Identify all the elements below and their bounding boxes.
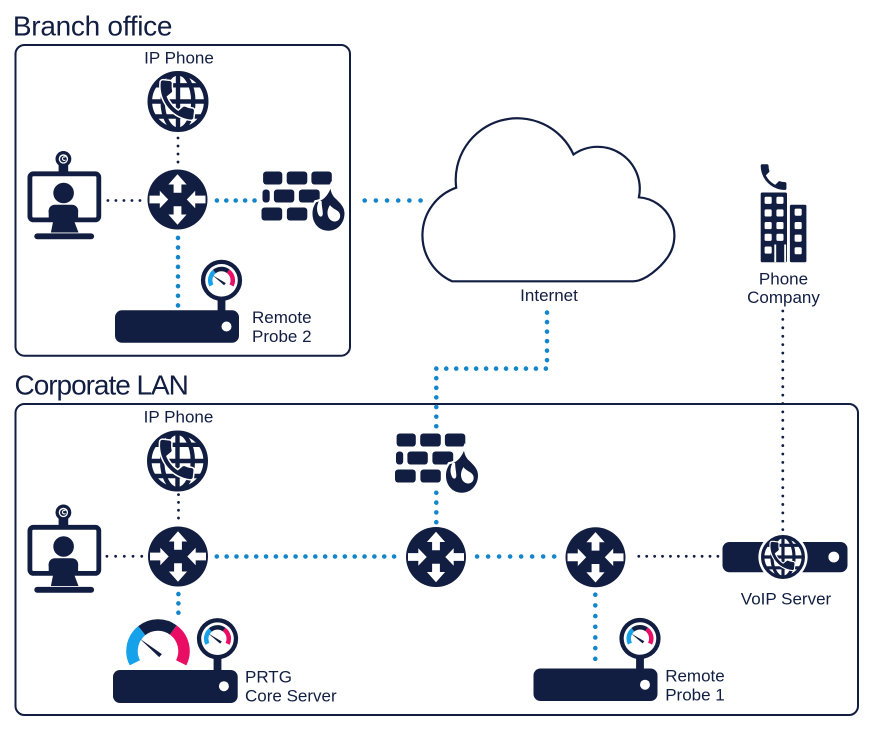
svg-text:Probe 2: Probe 2 (252, 327, 312, 346)
svg-text:IP Phone: IP Phone (144, 49, 214, 68)
svg-text:Core Server: Core Server (245, 687, 337, 706)
svg-text:Branch office: Branch office (13, 10, 172, 41)
svg-text:Remote: Remote (665, 667, 725, 686)
svg-text:Company: Company (747, 288, 820, 307)
svg-text:Corporate LAN: Corporate LAN (15, 369, 188, 400)
svg-text:Remote: Remote (252, 308, 312, 327)
svg-text:Phone: Phone (759, 270, 808, 289)
svg-text:VoIP Server: VoIP Server (741, 590, 832, 609)
svg-text:IP Phone: IP Phone (144, 408, 214, 427)
svg-text:PRTG: PRTG (245, 668, 292, 687)
svg-text:Probe 1: Probe 1 (665, 686, 725, 705)
svg-text:Internet: Internet (520, 286, 578, 305)
